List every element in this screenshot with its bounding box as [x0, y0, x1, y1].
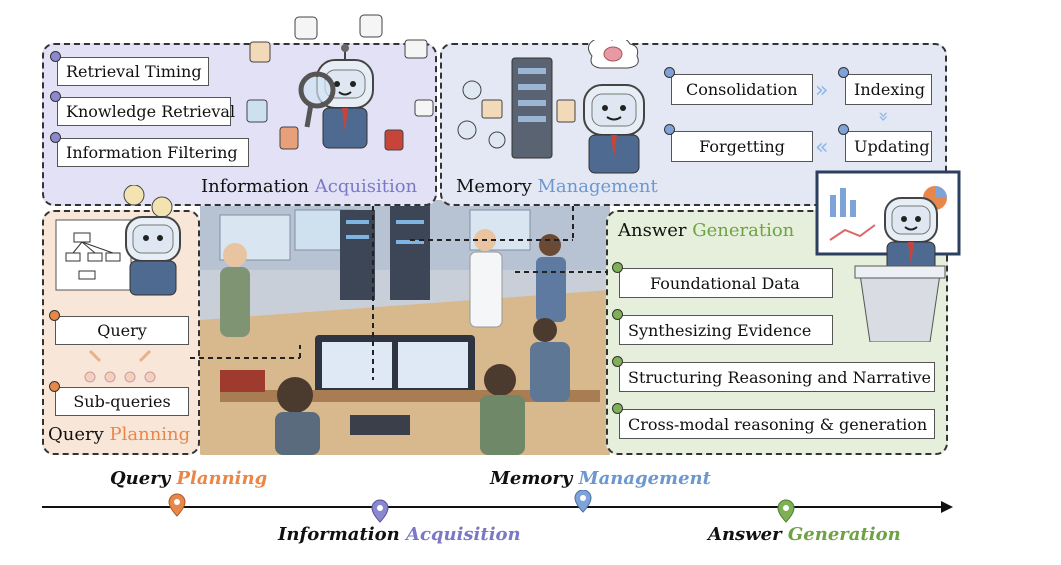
timeline-ia-a: Information	[278, 524, 400, 545]
timeline-qp-b: Planning	[176, 468, 268, 489]
retrieval-timing-box: Retrieval Timing	[57, 57, 209, 86]
updating-label: Updating	[854, 137, 930, 156]
synthesizing-evidence-box: Synthesizing Evidence	[619, 315, 833, 345]
cross-modal-label: Cross-modal reasoning & generation	[628, 414, 928, 434]
cross-modal-dot	[612, 403, 623, 414]
timeline-marker-answer-generation	[777, 499, 795, 523]
timeline-label-query-planning: Query Planning	[110, 468, 267, 489]
memory-management-title: Memory Management	[456, 176, 658, 197]
information-filtering-dot	[50, 132, 61, 143]
query-label: Query	[97, 321, 147, 340]
timeline-ag-a: Answer	[708, 524, 782, 545]
structuring-reasoning-label: Structuring Reasoning and Narrative	[628, 367, 931, 387]
indexing-label: Indexing	[854, 80, 926, 99]
consolidation-box: Consolidation	[671, 74, 813, 105]
answer-generation-title-a: Answer	[618, 220, 687, 241]
robot-researcher-icon	[246, 14, 434, 151]
knowledge-retrieval-dot	[50, 91, 61, 102]
updating-dot	[838, 124, 849, 135]
timeline-ia-b: Acquisition	[405, 524, 521, 545]
timeline-marker-information-acquisition	[371, 499, 389, 523]
query-planning-title: Query Planning	[48, 424, 190, 445]
cross-modal-box: Cross-modal reasoning & generation	[619, 409, 935, 439]
timeline-marker-memory-management	[574, 490, 592, 513]
robot-memory-icon	[457, 40, 645, 174]
sub-queries-box: Sub-queries	[55, 387, 189, 416]
robot-presenter-icon	[815, 170, 961, 342]
answer-generation-title: Answer Generation	[618, 220, 794, 241]
foundational-data-box: Foundational Data	[619, 268, 833, 298]
synthesizing-evidence-dot	[612, 309, 623, 320]
timeline-mm-a: Memory	[490, 468, 573, 489]
synthesizing-evidence-label: Synthesizing Evidence	[628, 320, 812, 340]
office-scene-drawing	[200, 200, 610, 455]
answer-generation-title-b: Generation	[692, 220, 795, 241]
information-filtering-label: Information Filtering	[66, 143, 238, 162]
structuring-reasoning-box: Structuring Reasoning and Narrative	[619, 362, 935, 392]
forgetting-dot	[664, 124, 675, 135]
query-planning-title-b: Planning	[109, 424, 191, 445]
forgetting-box: Forgetting	[671, 131, 813, 162]
timeline-qp-a: Query	[110, 468, 171, 489]
knowledge-retrieval-label: Knowledge Retrieval	[66, 102, 236, 121]
memory-management-title-a: Memory	[456, 176, 532, 197]
robot-planner-icon	[55, 185, 181, 296]
retrieval-timing-label: Retrieval Timing	[66, 62, 202, 81]
arrow-down-icon: »	[873, 110, 895, 123]
timeline-marker-query-planning	[168, 493, 186, 517]
information-filtering-box: Information Filtering	[57, 138, 249, 167]
retrieval-timing-dot	[50, 51, 61, 62]
query-box: Query	[55, 316, 189, 345]
query-planning-title-a: Query	[48, 424, 104, 445]
sub-queries-dot	[49, 381, 60, 392]
knowledge-retrieval-box: Knowledge Retrieval	[57, 97, 235, 126]
consolidation-label: Consolidation	[686, 80, 798, 99]
foundational-data-dot	[612, 262, 623, 273]
arrow-right-icon: »	[815, 78, 829, 103]
consolidation-dot	[664, 67, 675, 78]
timeline-label-information-acquisition: Information Acquisition	[278, 524, 521, 545]
structuring-reasoning-dot	[612, 356, 623, 367]
sub-queries-label: Sub-queries	[73, 392, 171, 411]
information-acquisition-title-a: Information	[201, 176, 310, 197]
branch-arrows-icon	[84, 349, 156, 383]
timeline-label-answer-generation: Answer Generation	[708, 524, 901, 545]
office-scene-illustration	[200, 200, 610, 455]
timeline-label-memory-management: Memory Management	[490, 468, 711, 489]
memory-management-title-b: Management	[537, 176, 658, 197]
updating-box: Updating	[845, 131, 932, 162]
information-acquisition-title: Information Acquisition	[201, 176, 417, 197]
foundational-data-label: Foundational Data	[650, 273, 800, 293]
arrow-left-icon: «	[815, 135, 829, 160]
timeline-axis	[42, 490, 953, 523]
indexing-box: Indexing	[845, 74, 932, 105]
timeline-mm-b: Management	[578, 468, 711, 489]
information-acquisition-title-b: Acquisition	[314, 176, 418, 197]
query-dot	[49, 310, 60, 321]
indexing-dot	[838, 67, 849, 78]
timeline-ag-b: Generation	[787, 524, 901, 545]
forgetting-label: Forgetting	[699, 137, 785, 156]
